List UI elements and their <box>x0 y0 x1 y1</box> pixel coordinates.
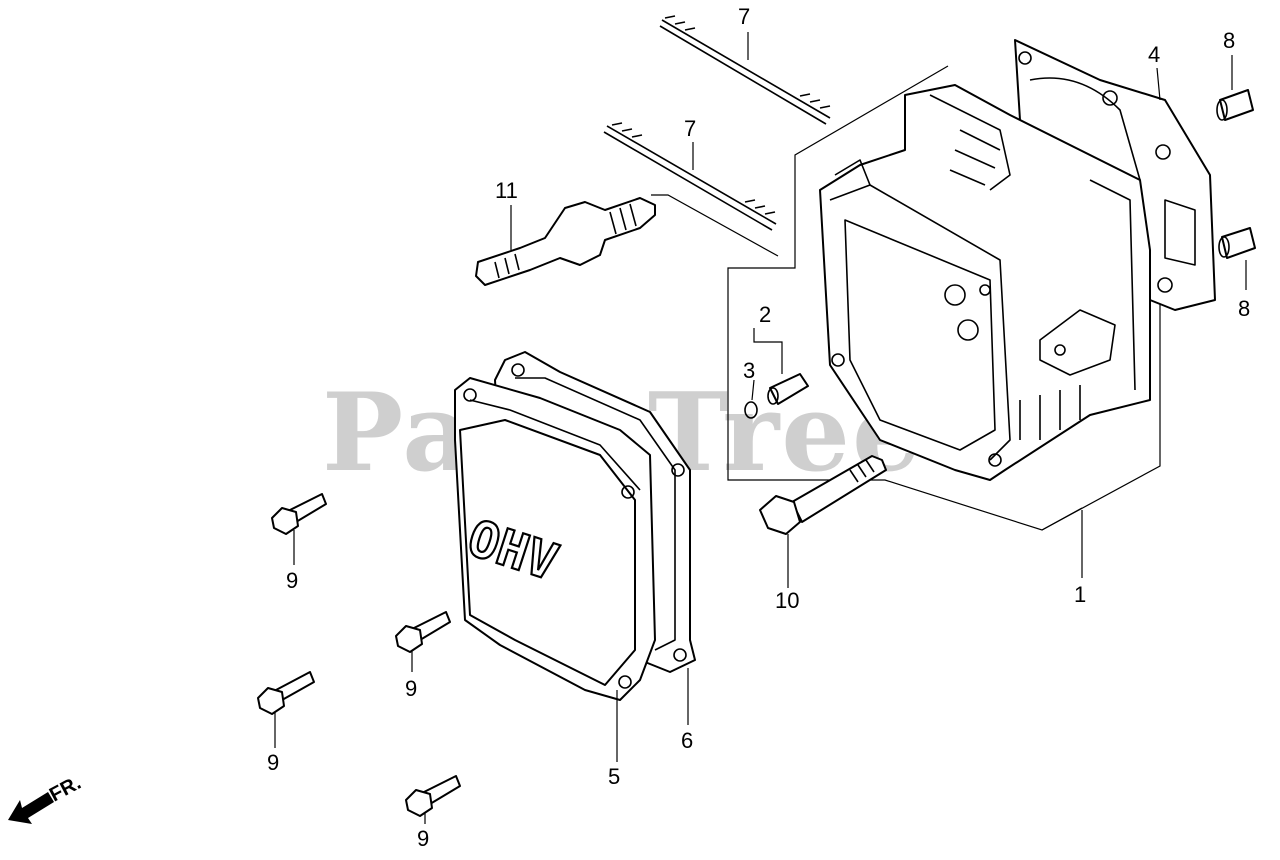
head-bolt <box>759 455 887 535</box>
cylinder-head <box>819 84 1151 481</box>
assembly-bracket <box>727 65 1161 531</box>
arrow-icon <box>8 792 54 824</box>
callout-8-upper: 8 <box>1223 28 1235 53</box>
callout-3: 3 <box>743 358 755 383</box>
callout-9-c: 9 <box>267 750 279 775</box>
stud-bolt-lower <box>603 122 777 231</box>
callout-8-lower: 8 <box>1238 296 1250 321</box>
callout-4: 4 <box>1148 42 1160 67</box>
head-cover: OHV <box>454 377 656 701</box>
callout-6: 6 <box>681 728 693 753</box>
cover-bolt-c <box>257 671 315 715</box>
callout-10: 10 <box>775 588 799 613</box>
callout-9-b: 9 <box>405 676 417 701</box>
callout-2: 2 <box>759 302 771 327</box>
callout-7-lower: 7 <box>684 116 696 141</box>
callout-1: 1 <box>1074 582 1086 607</box>
callout-11: 11 <box>495 178 518 203</box>
cover-bolt-b <box>395 611 451 653</box>
dowel-pin-lower <box>1218 227 1256 259</box>
callout-9-d: 9 <box>417 826 429 851</box>
cover-bolt-a <box>271 493 327 535</box>
front-direction-indicator: FR. <box>8 772 85 824</box>
callout-7-upper: 7 <box>738 4 750 29</box>
leader-lines <box>274 32 1247 824</box>
dowel-pin-upper <box>1216 89 1254 121</box>
cover-bolt-d <box>405 775 461 817</box>
callout-9-a: 9 <box>286 568 298 593</box>
spark-plug <box>475 197 656 286</box>
callout-5: 5 <box>608 764 620 789</box>
stud-bolt-upper <box>659 15 831 125</box>
o-ring <box>744 401 758 419</box>
dowel-pin <box>767 373 809 405</box>
